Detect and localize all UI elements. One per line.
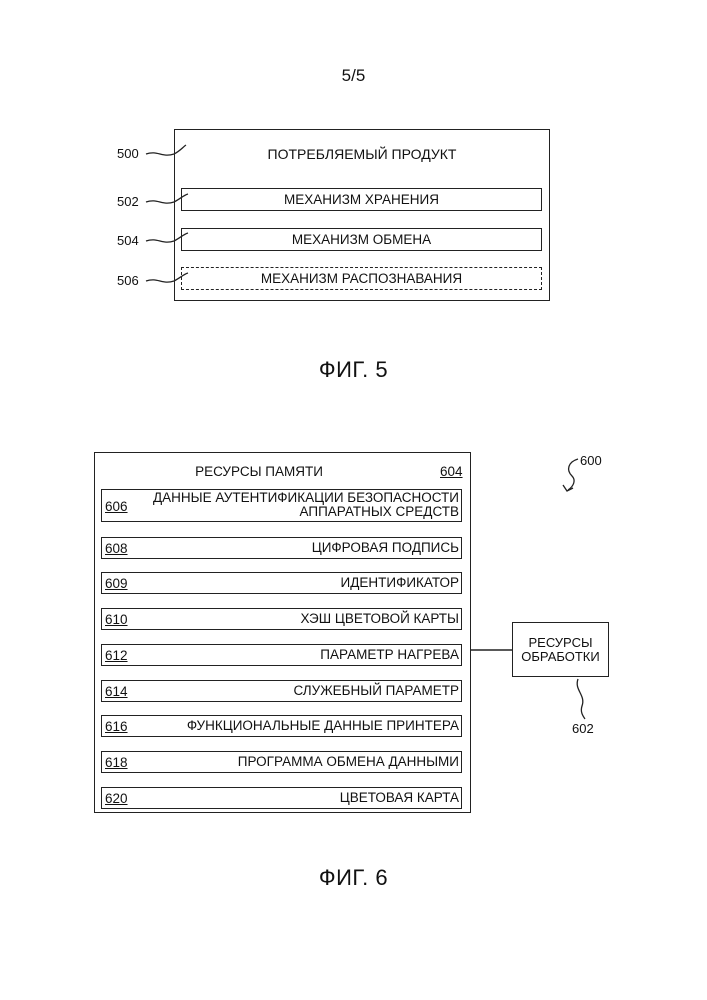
memory-item-label: ДАННЫЕ АУТЕНТИФИКАЦИИ БЕЗОПАСНОСТИ АППАР… — [139, 491, 459, 519]
exchange-mechanism-box: МЕХАНИЗМ ОБМЕНА — [181, 228, 542, 251]
memory-item-ref: 618 — [105, 755, 128, 770]
memory-item-ref: 620 — [105, 791, 128, 806]
fig5-caption: ФИГ. 5 — [0, 357, 707, 383]
ref-504: 504 — [117, 233, 139, 248]
memory-item-618: 618 ПРОГРАММА ОБМЕНА ДАННЫМИ — [101, 751, 462, 773]
memory-item-label: ИДЕНТИФИКАТОР — [341, 576, 459, 590]
memory-item-ref: 616 — [105, 719, 128, 734]
ref-500: 500 — [117, 146, 139, 161]
memory-item-label: ПАРАМЕТР НАГРЕВА — [320, 648, 459, 662]
arrow-600-head — [563, 485, 573, 491]
memory-item-label: ПРОГРАММА ОБМЕНА ДАННЫМИ — [238, 755, 459, 769]
memory-item-616: 616 ФУНКЦИОНАЛЬНЫЕ ДАННЫЕ ПРИНТЕРА — [101, 715, 462, 737]
ref-502: 502 — [117, 194, 139, 209]
consumable-product-title: ПОТРЕБЛЯЕМЫЙ ПРОДУКТ — [174, 146, 550, 162]
memory-item-ref: 610 — [105, 612, 128, 627]
memory-item-ref: 609 — [105, 576, 128, 591]
recognition-mechanism-label: МЕХАНИЗМ РАСПОЗНАВАНИЯ — [261, 271, 462, 286]
ref-600: 600 — [580, 453, 602, 468]
storage-mechanism-label: МЕХАНИЗМ ХРАНЕНИЯ — [284, 192, 439, 207]
leader-602 — [577, 679, 585, 719]
recognition-mechanism-box: МЕХАНИЗМ РАСПОЗНАВАНИЯ — [181, 267, 542, 290]
memory-item-ref: 614 — [105, 684, 128, 699]
storage-mechanism-box: МЕХАНИЗМ ХРАНЕНИЯ — [181, 188, 542, 211]
memory-item-ref: 608 — [105, 541, 128, 556]
memory-item-608: 608 ЦИФРОВАЯ ПОДПИСЬ — [101, 537, 462, 559]
memory-item-ref: 612 — [105, 648, 128, 663]
memory-item-label: ЦВЕТОВАЯ КАРТА — [340, 791, 459, 805]
memory-item-609: 609 ИДЕНТИФИКАТОР — [101, 572, 462, 594]
memory-item-label: ФУНКЦИОНАЛЬНЫЕ ДАННЫЕ ПРИНТЕРА — [187, 719, 459, 733]
processing-resources-label: РЕСУРСЫ ОБРАБОТКИ — [521, 636, 601, 664]
memory-item-606: 606 ДАННЫЕ АУТЕНТИФИКАЦИИ БЕЗОПАСНОСТИ А… — [101, 489, 462, 522]
memory-item-label: ХЭШ ЦВЕТОВОЙ КАРТЫ — [301, 612, 459, 626]
memory-item-610: 610 ХЭШ ЦВЕТОВОЙ КАРТЫ — [101, 608, 462, 630]
ref-604: 604 — [440, 464, 463, 479]
memory-item-614: 614 СЛУЖЕБНЫЙ ПАРАМЕТР — [101, 680, 462, 702]
fig6-caption: ФИГ. 6 — [0, 865, 707, 891]
memory-item-label: СЛУЖЕБНЫЙ ПАРАМЕТР — [293, 684, 459, 698]
exchange-mechanism-label: МЕХАНИЗМ ОБМЕНА — [292, 232, 431, 247]
memory-item-620: 620 ЦВЕТОВАЯ КАРТА — [101, 787, 462, 809]
ref-506: 506 — [117, 273, 139, 288]
processing-resources-box: РЕСУРСЫ ОБРАБОТКИ — [512, 622, 609, 677]
memory-item-label: ЦИФРОВАЯ ПОДПИСЬ — [312, 541, 459, 555]
memory-item-ref: 606 — [105, 499, 128, 514]
memory-item-612: 612 ПАРАМЕТР НАГРЕВА — [101, 644, 462, 666]
ref-602: 602 — [572, 721, 594, 736]
arrow-600 — [568, 459, 578, 490]
memory-resources-title: РЕСУРСЫ ПАМЯТИ — [94, 464, 424, 479]
